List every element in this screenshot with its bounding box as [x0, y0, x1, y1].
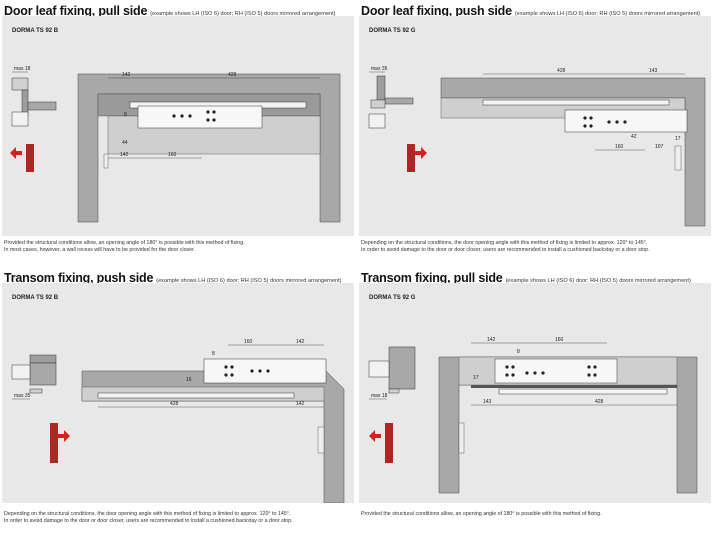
dim-a: 142 [487, 337, 496, 343]
dim-e: 8 [517, 349, 520, 355]
section-door-leaf-pull-side: Door leaf fixing, pull side(example show… [2, 0, 354, 267]
front-view: 160 142 428 142 8 16 [81, 339, 345, 503]
side-view: max 18 [10, 66, 57, 172]
dim-b: 142 [296, 339, 305, 345]
dim-e: 42 [631, 134, 637, 140]
caption-line-2: In order to avoid damage to the door or … [4, 518, 293, 524]
closer-body [137, 105, 263, 129]
dim-f: 17 [473, 375, 479, 381]
technical-drawing-panel: DORMA TS 92 B max 18 [2, 16, 354, 236]
caption-line-1: Depending on the structural conditions, … [361, 240, 648, 246]
section-transom-push-side: Transom fixing, push side(example shows … [2, 267, 354, 534]
section-caption: Depending on the structural conditions, … [4, 511, 354, 525]
caption-line-1: Provided the structural conditions allow… [361, 511, 602, 517]
slide-rail [482, 99, 670, 106]
dim-b: 428 [228, 72, 237, 78]
door-post [407, 144, 415, 172]
dim-b: 160 [555, 337, 564, 343]
technical-drawing-panel: DORMA TS 92 G max 18 [359, 283, 711, 503]
front-view: 142 160 143 428 8 17 [438, 337, 698, 494]
section-subtitle: (example shows LH (ISO 6) door; RH (ISO … [150, 11, 336, 17]
dim-a: 428 [557, 68, 566, 74]
dim-a: 160 [244, 339, 253, 345]
model-label: DORMA TS 92 B [12, 295, 59, 301]
dim-max: max 18 [14, 66, 31, 72]
dim-d: 428 [595, 399, 604, 405]
front-view: 142 428 142 160 8 44 [77, 72, 341, 223]
direction-arrow [369, 430, 381, 442]
model-label: DORMA TS 92 B [12, 28, 59, 34]
section-caption: Depending on the structural conditions, … [361, 240, 711, 254]
dim-f: 16 [186, 377, 192, 383]
section-subtitle: (example shows LH (ISO 6) door; RH (ISO … [505, 278, 691, 284]
direction-arrow [10, 147, 22, 159]
door-post [385, 423, 393, 463]
section-caption: Provided the structural conditions allow… [4, 240, 354, 254]
section-title: Transom fixing, push side [4, 271, 154, 285]
slide-rail [498, 388, 668, 395]
dim-c: 428 [170, 401, 179, 407]
dim-e: 8 [124, 112, 127, 118]
slide-rail [97, 392, 295, 399]
section-heading: Transom fixing, push side(example shows … [4, 269, 342, 285]
section-subtitle: (example shows LH (ISO 6) door; RH (ISO … [514, 11, 701, 17]
technical-drawing-panel: DORMA TS 92 B max 35 16 [2, 283, 354, 503]
technical-drawing: max 18 142 428 142 160 8 44 [10, 66, 341, 223]
caption-line-2: In most cases, however, a wall recess wi… [4, 247, 196, 253]
section-title: Door leaf fixing, pull side [4, 4, 148, 18]
side-view: max 35 [11, 354, 70, 463]
dim-f: 44 [122, 140, 128, 146]
transom-edge [471, 385, 677, 388]
section-caption: Provided the structural conditions allow… [361, 511, 711, 518]
section-title: Transom fixing, pull side [361, 271, 503, 285]
dim-d: 160 [168, 152, 177, 158]
dim-max: max 35 [14, 393, 31, 399]
door-post [50, 423, 58, 463]
dim-c: 142 [120, 152, 129, 158]
technical-drawing-panel: DORMA TS 92 G max 35 42 [359, 16, 711, 236]
side-view: max 35 [368, 66, 427, 172]
closer-body [203, 358, 327, 384]
dim-max: max 18 [371, 393, 388, 399]
direction-arrow [415, 147, 427, 159]
technical-drawing: max 35 428 143 160 107 42 17 [368, 66, 706, 227]
door-post [26, 144, 34, 172]
section-title: Door leaf fixing, push side [361, 4, 512, 18]
dim-b: 143 [649, 68, 658, 74]
dim-e: 8 [212, 351, 215, 357]
dim-c: 143 [483, 399, 492, 405]
dim-f: 17 [675, 136, 681, 142]
side-view: max 18 [368, 346, 416, 463]
direction-arrow [58, 430, 70, 442]
dim-max: max 35 [371, 66, 388, 72]
caption-line-1: Depending on the structural conditions, … [4, 511, 291, 517]
dim-c: 160 [615, 144, 624, 150]
technical-drawing: max 35 160 142 428 142 8 16 [11, 339, 345, 503]
caption-line-1: Provided the structural conditions allow… [4, 240, 245, 246]
section-heading: Door leaf fixing, pull side(example show… [4, 2, 336, 18]
section-subtitle: (example shows LH (ISO 6) door; RH (ISO … [156, 278, 342, 284]
model-label: DORMA TS 92 G [369, 28, 416, 34]
section-transom-pull-side: Transom fixing, pull side(example shows … [359, 267, 711, 534]
model-label: DORMA TS 92 G [369, 295, 416, 301]
section-heading: Door leaf fixing, push side(example show… [361, 2, 701, 18]
front-view: 428 143 160 107 42 17 [440, 68, 706, 227]
dim-a: 142 [122, 72, 131, 78]
dim-d: 142 [296, 401, 305, 407]
section-door-leaf-push-side: Door leaf fixing, push side(example show… [359, 0, 711, 267]
technical-drawing: max 18 142 160 143 428 8 17 [368, 337, 698, 494]
caption-line-2: In order to avoid damage to the door or … [361, 247, 650, 253]
closer-body [494, 358, 618, 384]
dim-d: 107 [655, 144, 664, 150]
section-heading: Transom fixing, pull side(example shows … [361, 269, 691, 285]
